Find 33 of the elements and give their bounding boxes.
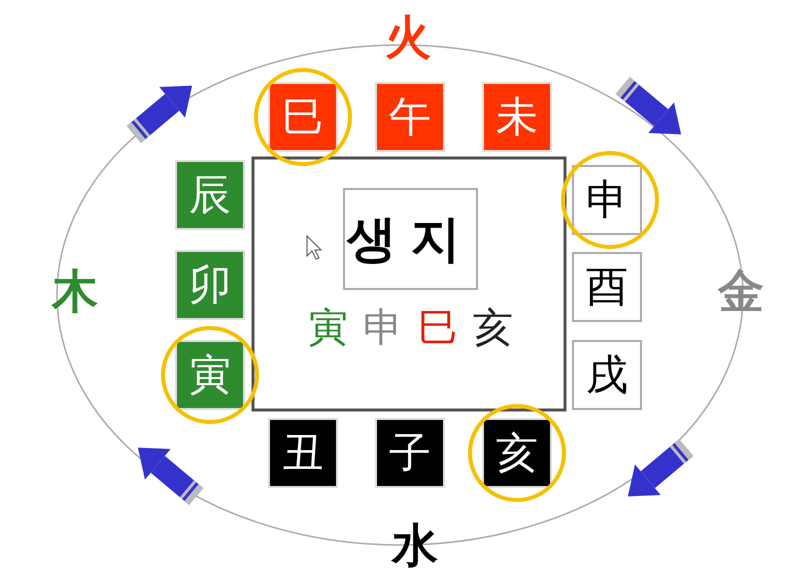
element-name: 木 — [52, 268, 98, 314]
branch-box — [572, 165, 642, 235]
element-name: 火 — [385, 14, 431, 60]
branch-box — [482, 418, 552, 488]
branch-character: 申 — [586, 179, 628, 221]
branch-character: 巳 — [282, 96, 324, 138]
branch-box — [175, 160, 245, 230]
branch-box — [572, 340, 642, 410]
branch-character: 亥 — [473, 308, 513, 348]
branch-character: 丑 — [282, 432, 324, 474]
element-name: 水 — [392, 522, 438, 568]
branch-character: 寅 — [308, 308, 348, 348]
branch-box — [482, 82, 552, 152]
branch-box — [375, 82, 445, 152]
title-text: 생지 — [346, 214, 474, 264]
branch-box — [175, 340, 245, 410]
branch-box — [572, 252, 642, 322]
branch-box — [175, 250, 245, 320]
title-box — [343, 188, 478, 290]
branch-box — [268, 82, 338, 152]
branch-character: 亥 — [496, 432, 538, 474]
branch-box — [268, 418, 338, 488]
branch-character: 寅 — [189, 354, 231, 396]
branch-character: 戌 — [586, 354, 628, 396]
branch-character: 申 — [363, 308, 403, 348]
branch-character: 子 — [389, 432, 431, 474]
branch-box — [375, 418, 445, 488]
branch-character: 午 — [389, 96, 431, 138]
branch-character: 未 — [496, 96, 538, 138]
branch-character: 巳 — [418, 308, 458, 348]
branch-character: 辰 — [189, 174, 231, 216]
branch-character: 卯 — [189, 264, 231, 306]
branch-character: 酉 — [586, 266, 628, 308]
